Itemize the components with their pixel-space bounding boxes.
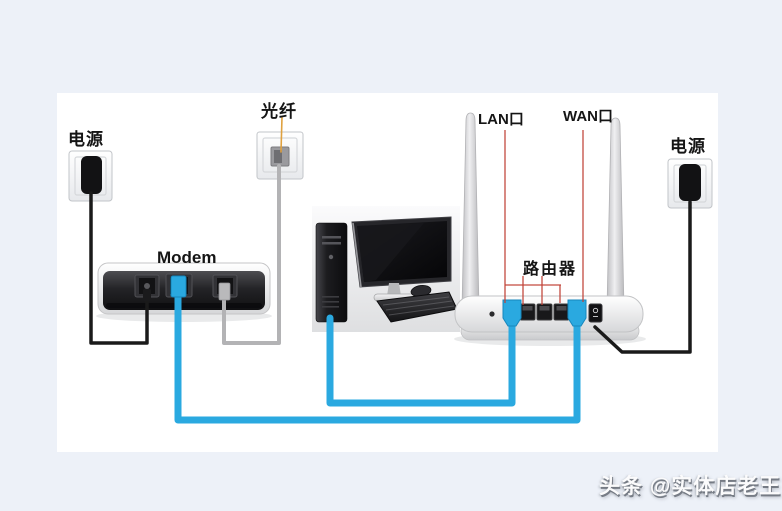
modem-label: Modem [157, 248, 217, 267]
power-left-label: 电源 [68, 130, 104, 149]
router-lan-port-3 [536, 303, 553, 321]
power-outlet-left [68, 150, 113, 202]
ethernet-plug-router-wan [567, 299, 587, 327]
cable-power-right-to-router [593, 200, 692, 354]
computer-tower [315, 222, 348, 323]
cable-modem-to-router-wan [174, 286, 581, 424]
wan-port-label: WAN口 [563, 108, 613, 125]
annotation-lines [504, 130, 584, 305]
fiber-drop-line [280, 116, 283, 153]
power-adapter-right [679, 164, 701, 201]
power-outlet-right [667, 158, 713, 209]
router-power-jack [588, 303, 603, 323]
computer-monitor [351, 216, 452, 302]
cable-fiber-outlet-to-modem [222, 164, 281, 345]
power-adapter-left [81, 156, 102, 194]
router-reset-hole [489, 311, 495, 317]
lan-port-label: LAN口 [478, 111, 524, 128]
modem-power-port [134, 274, 160, 298]
router-label: 路由器 [523, 261, 578, 278]
fiber-label: 光纤 [261, 102, 297, 121]
router-antenna-left [461, 112, 480, 309]
router-antenna-right [606, 117, 625, 309]
power-right-label: 电源 [670, 137, 706, 156]
ethernet-plug-modem [170, 275, 187, 298]
cable-computer-to-router-lan [326, 312, 516, 407]
monitor-stand [387, 283, 401, 296]
cable-power-left-to-modem [89, 191, 149, 345]
ethernet-plug-router-lan1 [502, 299, 522, 327]
computer [315, 216, 458, 323]
fiber-wall-outlet [256, 131, 304, 180]
router-lan-port-2 [519, 303, 536, 321]
router-lan-port-4 [553, 303, 570, 321]
watermark: 头条 @实体店老王 [599, 475, 782, 498]
fiber-patch-plug [218, 282, 231, 301]
